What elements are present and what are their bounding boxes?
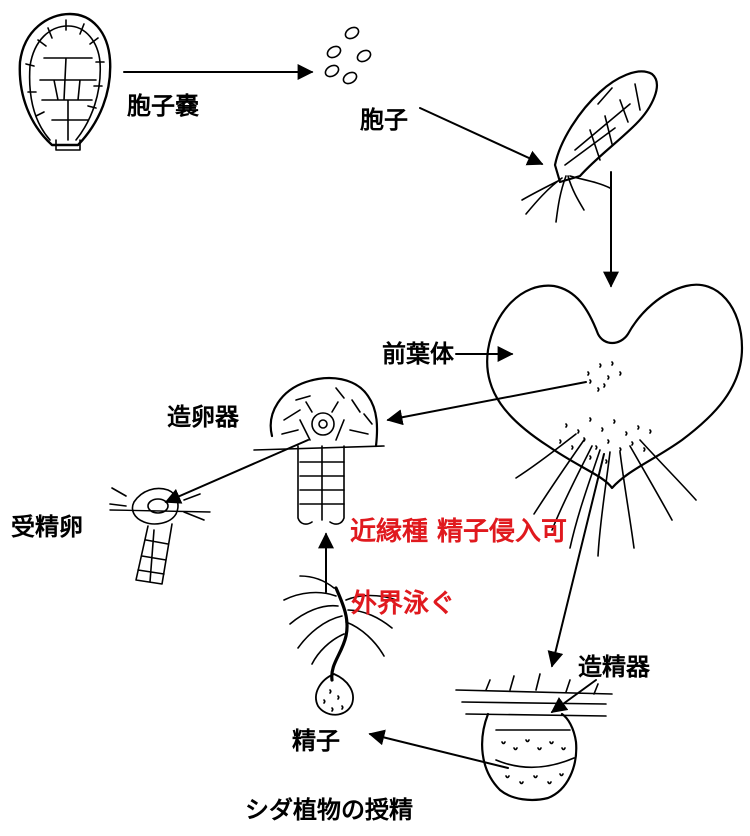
label-antheridium: 造精器 — [578, 655, 650, 679]
archegonium-drawing — [254, 378, 384, 524]
label-sperm: 精子 — [292, 729, 340, 753]
antheridium-drawing — [456, 674, 612, 800]
note-swim-outside: 外界泳ぐ — [351, 591, 455, 617]
label-spore: 胞子 — [360, 108, 408, 132]
label-archegonium: 造卵器 — [167, 405, 239, 429]
label-sporangium: 胞子嚢 — [127, 94, 199, 118]
label-zygote: 受精卵 — [11, 515, 83, 539]
label-prothallus: 前葉体 — [382, 342, 454, 366]
note-related-species: 近縁種 精子侵入可 — [350, 519, 567, 545]
germinating-spore-drawing — [522, 71, 657, 222]
spores-drawing — [323, 25, 372, 86]
figure-caption: シダ植物の授精 — [245, 798, 413, 822]
prothallus-drawing — [487, 285, 742, 556]
sporangium-drawing — [20, 14, 110, 150]
zygote-drawing — [110, 488, 210, 584]
